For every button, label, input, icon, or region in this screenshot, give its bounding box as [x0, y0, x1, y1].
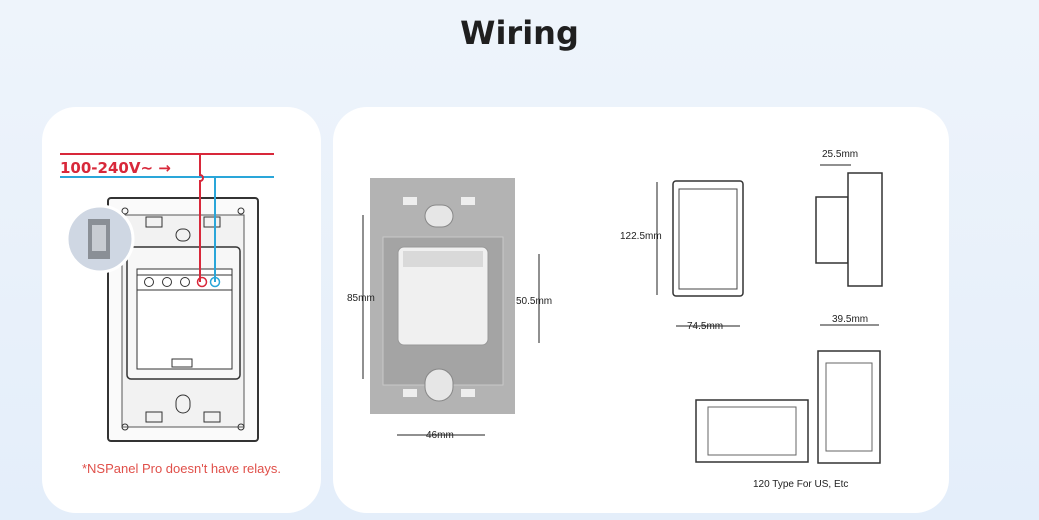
mount-box-side-inner [825, 362, 873, 452]
dimensions-card: 85mm 50.5mm 46mm 122.5mm 74.5mm 25.5mm 3… [333, 107, 949, 513]
terminal-screw-live [196, 276, 208, 288]
dim-85-label: 85mm [347, 293, 375, 304]
live-drop-wire [199, 154, 204, 282]
mount-slot [145, 216, 163, 228]
mount-clip [461, 197, 475, 205]
terminal-zoom-detail [92, 225, 106, 251]
dim-46-label: 46mm [426, 430, 454, 441]
dimension-drawings [362, 164, 883, 464]
mount-box-inner [707, 406, 797, 456]
module-connector [171, 358, 193, 368]
mount-slot [203, 216, 221, 228]
terminal-block [136, 274, 233, 291]
side-module [815, 196, 849, 264]
mount-clip [461, 389, 475, 397]
mount-clip [403, 389, 417, 397]
mount-box-side [817, 350, 881, 464]
mount-box-front [695, 399, 809, 463]
dim-50-5-label: 50.5mm [516, 296, 553, 307]
wiring-diagram [60, 153, 274, 442]
page-title: Wiring [460, 14, 579, 52]
wiring-card: 100-240V∼ → *NSPanel Pro doesn't have re… [42, 107, 321, 513]
mount-clip [403, 197, 417, 205]
terminal-screw [144, 277, 154, 287]
screw-hole [121, 207, 129, 215]
mount-oval [424, 204, 454, 228]
mount-oval [424, 368, 454, 402]
dim-122-5-label: 122.5mm [620, 231, 662, 242]
dim-39-5-label: 39.5mm [832, 314, 869, 325]
screw-hole [121, 423, 129, 431]
relay-note: *NSPanel Pro doesn't have relays. [81, 461, 282, 476]
screw-hole [237, 423, 245, 431]
mount-slot [203, 411, 221, 423]
screw-hole [237, 207, 245, 215]
back-terminals [403, 251, 483, 267]
back-module [397, 246, 489, 346]
box-caption: 120 Type For US, Etc [753, 479, 849, 490]
terminal-screw [180, 277, 190, 287]
voltage-label: 100-240V∼ → [60, 159, 171, 177]
dim-74-5-label: 74.5mm [687, 321, 724, 332]
side-panel [847, 172, 883, 287]
panel-screen [678, 188, 738, 290]
mount-oval [175, 394, 191, 414]
mount-oval [175, 228, 191, 242]
dim-25-5-label: 25.5mm [822, 149, 859, 160]
terminal-screw [162, 277, 172, 287]
mount-slot [145, 411, 163, 423]
